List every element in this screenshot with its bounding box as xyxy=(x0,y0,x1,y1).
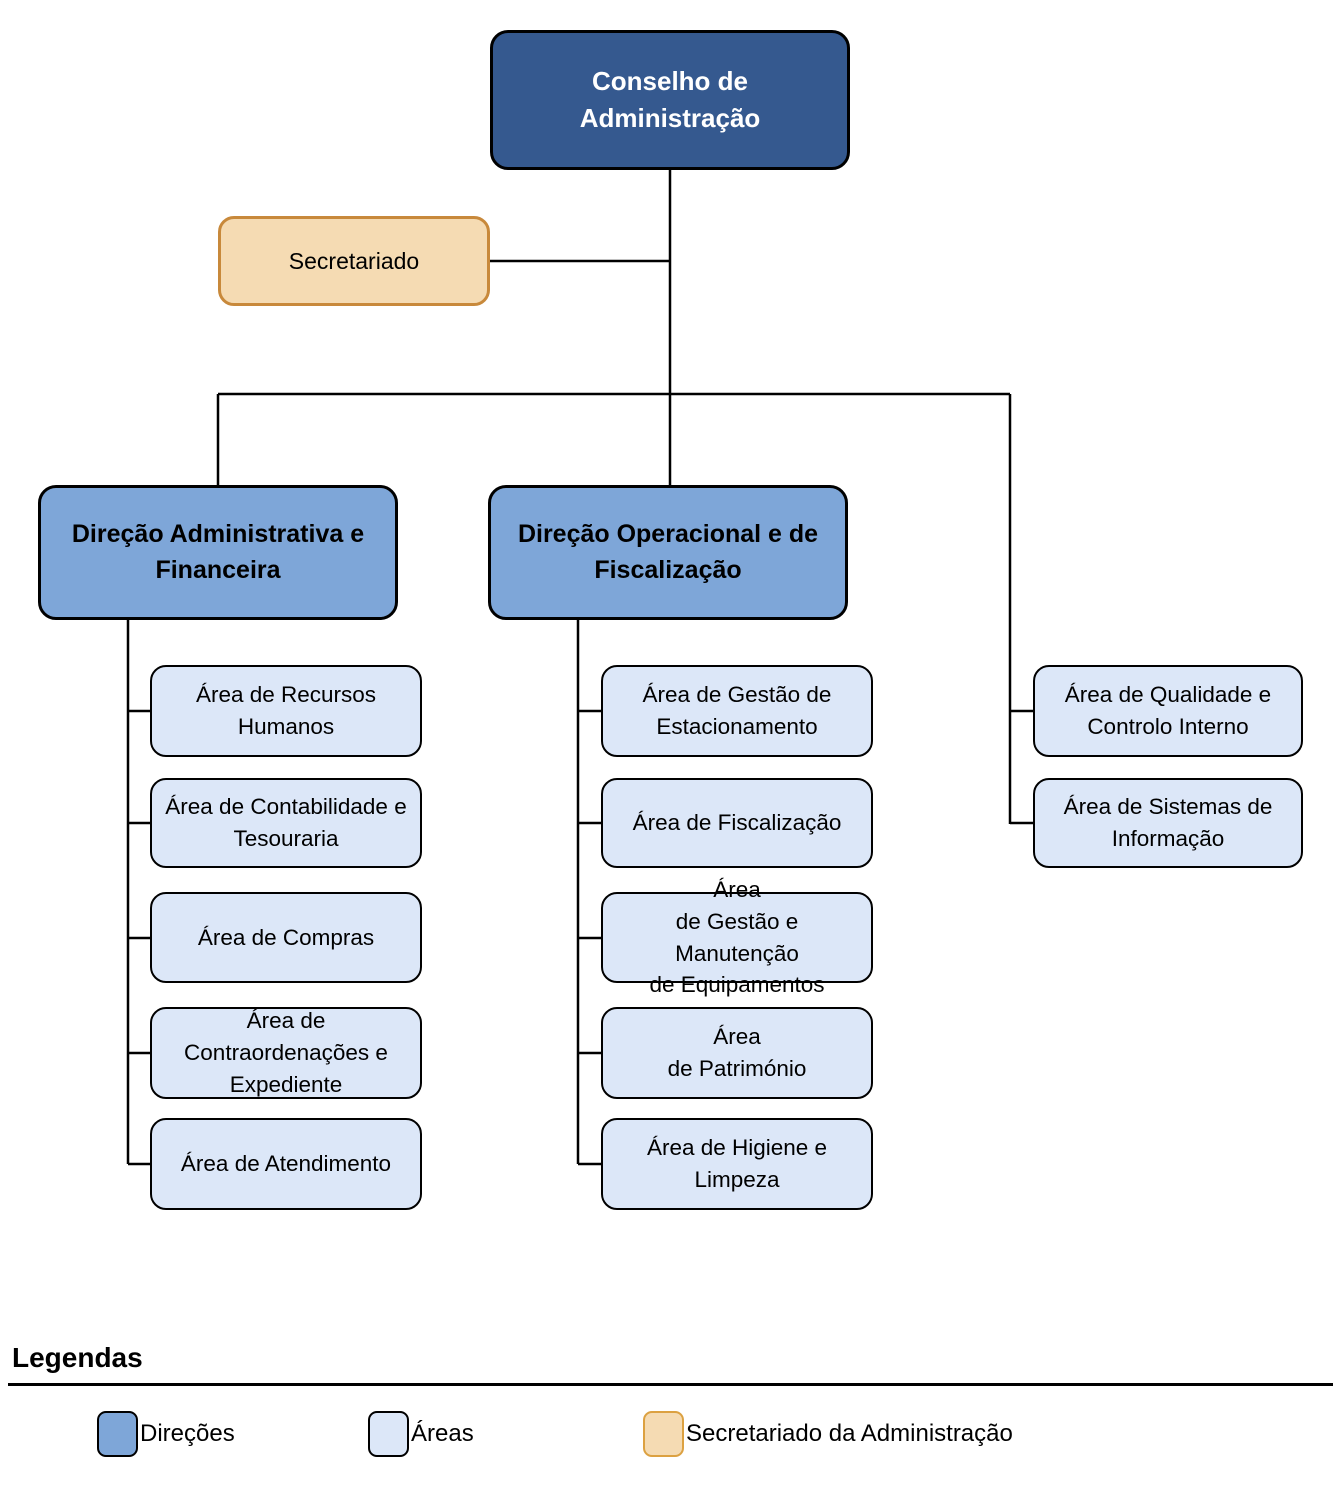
legend-label-areas: Áreas xyxy=(411,1420,474,1447)
legend-swatch-areas xyxy=(368,1411,409,1457)
node-area-contabilidade-tesouraria: Área de Contabilidade e Tesouraria xyxy=(150,778,422,868)
legend-title: Legendas xyxy=(12,1342,143,1373)
legend-swatch-direcoes xyxy=(97,1411,138,1457)
node-area-gestao-estacionamento: Área de Gestão de Estacionamento xyxy=(601,665,873,757)
node-conselho-administracao: Conselho de Administração xyxy=(490,30,850,170)
node-area-recursos-humanos: Área de Recursos Humanos xyxy=(150,665,422,757)
node-area-compras: Área de Compras xyxy=(150,892,422,983)
node-direcao-operacional-fiscalizacao: Direção Operacional e de Fiscalização xyxy=(488,485,848,620)
connector-group xyxy=(126,170,1033,1166)
legend-label-direcoes: Direções xyxy=(140,1420,235,1447)
node-area-gestao-manutencao-equipamentos: Área de Gestão e Manutenção de Equipamen… xyxy=(601,877,873,997)
node-area-atendimento: Área de Atendimento xyxy=(150,1118,422,1210)
legend-item-areas: Áreas xyxy=(368,1411,474,1457)
legend-swatch-secretariado xyxy=(643,1411,684,1457)
legend-item-direcoes: Direções xyxy=(97,1411,235,1457)
legend-divider xyxy=(8,1383,1333,1386)
legend-label-secretariado: Secretariado da Administração xyxy=(686,1420,1013,1447)
legend-item-secretariado: Secretariado da Administração xyxy=(643,1411,1013,1457)
node-area-higiene-limpeza: Área de Higiene e Limpeza xyxy=(601,1118,873,1210)
node-area-qualidade-controlo-interno: Área de Qualidade e Controlo Interno xyxy=(1033,665,1303,757)
node-direcao-administrativa-financeira: Direção Administrativa e Financeira xyxy=(38,485,398,620)
node-area-fiscalizacao: Área de Fiscalização xyxy=(601,778,873,868)
node-area-sistemas-informacao: Área de Sistemas de Informação xyxy=(1033,778,1303,868)
node-area-contraordenacoes-expediente: Área de Contraordenações e Expediente xyxy=(150,1007,422,1099)
node-area-patrimonio: Área de Património xyxy=(601,1007,873,1099)
node-secretariado: Secretariado xyxy=(218,216,490,306)
